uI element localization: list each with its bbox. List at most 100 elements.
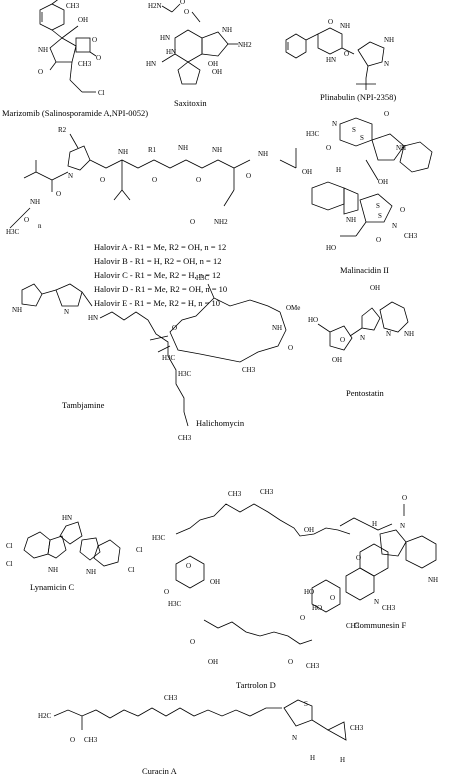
svg-text:N: N	[64, 308, 69, 316]
svg-text:OH: OH	[212, 68, 222, 76]
svg-text:O: O	[70, 736, 75, 744]
label-halovir-a: Halovir A - R1 = Me, R2 = OH, n = 12	[94, 242, 227, 252]
svg-text:H3C: H3C	[168, 600, 182, 608]
svg-text:O: O	[172, 324, 177, 332]
svg-text:N: N	[400, 522, 405, 530]
marizomib-structure: CH3 OH NH O O CH3 O Cl	[38, 0, 105, 97]
svg-text:OH: OH	[332, 356, 342, 364]
svg-text:NH: NH	[30, 198, 40, 206]
svg-text:OH: OH	[370, 284, 380, 292]
svg-text:HO: HO	[308, 316, 318, 324]
svg-text:NH: NH	[178, 144, 188, 152]
svg-text:NH2: NH2	[238, 41, 252, 49]
svg-text:O: O	[288, 658, 293, 666]
curacin-structure: H2C CH3 O CH3 S N CH3 H H	[38, 694, 364, 764]
malinacidin-structure: N H3C O S S O NH H OH NH S S O N CH3 O H…	[306, 110, 433, 252]
svg-text:CH3: CH3	[346, 622, 360, 630]
svg-text:CH3: CH3	[84, 736, 98, 744]
svg-text:O: O	[196, 176, 201, 184]
label-halichomycin: Halichomycin	[196, 418, 245, 428]
svg-text:O: O	[184, 8, 189, 16]
svg-text:H3C: H3C	[178, 370, 192, 378]
svg-text:O: O	[400, 206, 405, 214]
communesin-structure: O N NH N CH3 H	[339, 494, 438, 612]
svg-text:O: O	[326, 144, 331, 152]
svg-text:OH: OH	[304, 526, 314, 534]
svg-text:O: O	[186, 562, 191, 570]
svg-text:H3C: H3C	[306, 130, 320, 138]
plinabulin-structure: O HN NH O NH N	[285, 18, 394, 90]
svg-text:R2: R2	[58, 126, 67, 134]
label-lynamicin: Lynamicin C	[30, 582, 75, 592]
svg-text:NH: NH	[212, 146, 222, 154]
svg-text:OH: OH	[378, 178, 388, 186]
svg-text:NH: NH	[118, 148, 128, 156]
svg-text:NH: NH	[396, 144, 406, 152]
svg-text:O: O	[402, 494, 407, 502]
svg-text:OH: OH	[78, 16, 88, 24]
svg-text:HN: HN	[146, 60, 156, 68]
svg-text:CH3: CH3	[306, 662, 320, 670]
svg-text:H3C: H3C	[196, 274, 210, 282]
svg-text:S: S	[360, 134, 364, 142]
label-curacin: Curacin A	[142, 766, 177, 776]
svg-text:O: O	[246, 172, 251, 180]
svg-text:Cl: Cl	[128, 566, 135, 574]
svg-text:HO: HO	[304, 588, 314, 596]
svg-text:N: N	[292, 734, 297, 742]
saxitoxin-structure: H2N O O HN HN HN NH NH2 OH OH	[146, 0, 252, 85]
label-plinabulin: Plinabulin (NPI-2358)	[320, 92, 397, 102]
svg-text:n: n	[38, 222, 42, 230]
svg-text:NH: NH	[38, 46, 48, 54]
svg-text:NH: NH	[258, 150, 268, 158]
svg-text:NH2: NH2	[214, 218, 228, 226]
svg-text:CH3: CH3	[350, 724, 364, 732]
svg-text:O: O	[96, 54, 101, 62]
label-malinacidin: Malinacidin II	[340, 265, 389, 275]
svg-text:H2N: H2N	[148, 2, 162, 10]
svg-text:O: O	[190, 218, 195, 226]
svg-text:O: O	[180, 0, 185, 6]
label-halovir-c: Halovir C - R1 = Me, R2 = H, n = 12	[94, 270, 221, 280]
svg-text:H3C: H3C	[162, 354, 176, 362]
svg-text:HO: HO	[326, 244, 336, 252]
label-pentostatin: Pentostatin	[346, 388, 384, 398]
svg-text:Cl: Cl	[6, 560, 13, 568]
svg-text:O: O	[300, 614, 305, 622]
svg-text:OH: OH	[208, 658, 218, 666]
svg-text:Cl: Cl	[136, 546, 143, 554]
svg-text:O: O	[92, 36, 97, 44]
halichomycin-structure: H3C OMe O NH O H3C H3C CH3	[149, 274, 300, 378]
svg-text:NH: NH	[340, 22, 350, 30]
label-halovir-b: Halovir B - R1 = H, R2 = OH, n = 12	[94, 256, 222, 266]
svg-text:N: N	[360, 334, 365, 342]
svg-text:O: O	[376, 236, 381, 244]
svg-text:NH: NH	[12, 306, 22, 314]
svg-text:HN: HN	[166, 48, 176, 56]
svg-text:HN: HN	[160, 34, 170, 42]
svg-text:NH: NH	[404, 330, 414, 338]
svg-text:O: O	[190, 638, 195, 646]
svg-text:NH: NH	[222, 26, 232, 34]
svg-text:O: O	[152, 176, 157, 184]
svg-text:OH: OH	[210, 578, 220, 586]
svg-text:NH: NH	[428, 576, 438, 584]
svg-text:H: H	[310, 754, 315, 762]
svg-text:NH: NH	[48, 566, 58, 574]
svg-text:Cl: Cl	[98, 89, 105, 97]
label-marizomib: Marizomib (Salinosporamide A,NPI-0052)	[2, 108, 149, 118]
label-saxitoxin: Saxitoxin	[174, 98, 207, 108]
label-communesin: Communesin F	[354, 620, 407, 630]
svg-text:H: H	[372, 520, 377, 528]
svg-text:HO: HO	[312, 604, 322, 612]
tambjamine-structure: NH N HN CH3	[12, 283, 192, 442]
svg-text:H: H	[340, 756, 345, 764]
svg-text:O: O	[288, 344, 293, 352]
svg-text:CH3: CH3	[178, 434, 192, 442]
label-halovir-e: Halovir E - R1 = Me, R2 = H, n = 10	[94, 298, 221, 308]
svg-text:O: O	[384, 110, 389, 118]
lynamicin-structure: HN NH Cl Cl NH Cl Cl	[6, 514, 143, 576]
svg-text:NH: NH	[346, 216, 356, 224]
svg-text:N: N	[384, 60, 389, 68]
